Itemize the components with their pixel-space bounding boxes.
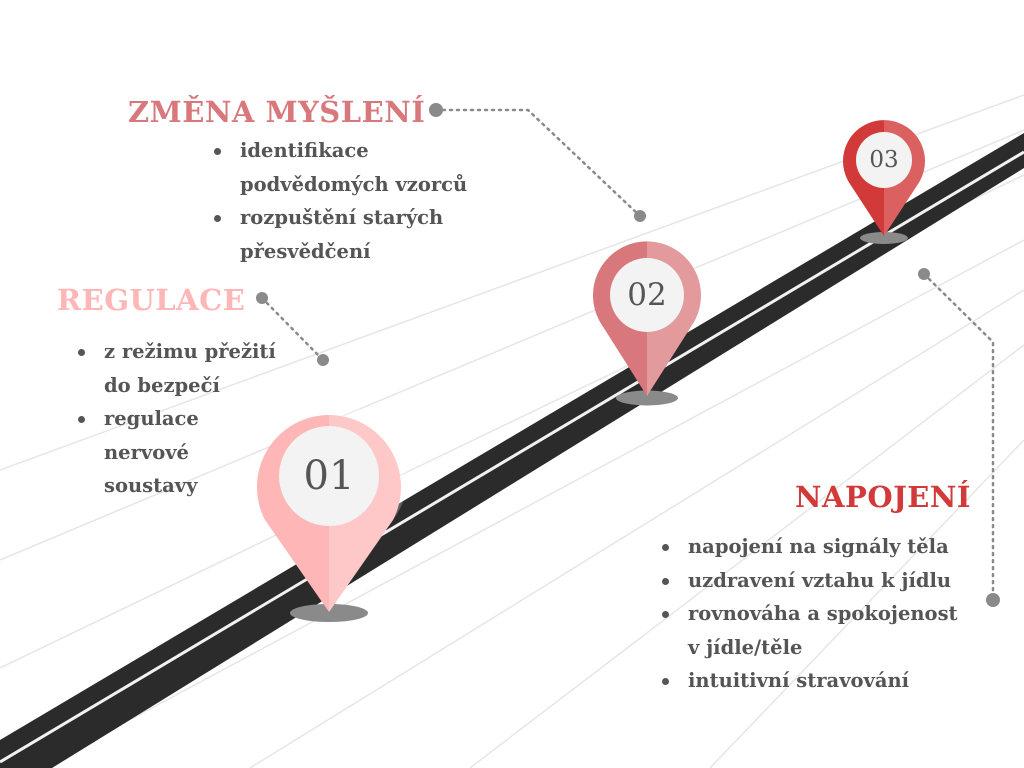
- connectors: [260, 108, 995, 602]
- pin-02-shadow: [616, 390, 678, 406]
- dot-zmena-end: [634, 210, 646, 222]
- list-item: rozpuštění starých přesvědčení: [214, 201, 514, 268]
- pin-01: [257, 404, 408, 622]
- list-item: napojení na signály těla: [662, 530, 1002, 564]
- list-item: rovnováha a spokojenost v jídle/těle: [662, 597, 1002, 664]
- list-item: regulace nervové soustavy: [78, 402, 308, 503]
- napojeni-title: NAPOJENÍ: [795, 480, 971, 514]
- connector-regulace: [260, 296, 325, 362]
- zmena-mysleni-list: identifikace podvědomých vzorců rozpuště…: [214, 134, 514, 268]
- list-item: z režimu přežití do bezpečí: [78, 335, 308, 402]
- pin-01-shadow: [290, 604, 368, 622]
- dot-napojeni-start: [918, 268, 930, 280]
- pin-03: [842, 117, 927, 244]
- connector-zmena: [434, 108, 642, 218]
- pin-01-face: [279, 426, 379, 526]
- pin-02-face: [610, 258, 684, 332]
- list-item: intuitivní stravování: [662, 664, 1002, 698]
- connector-napojeni: [922, 272, 995, 602]
- pin-03-number: 03: [869, 147, 899, 173]
- dot-regulace-end: [317, 354, 329, 366]
- napojeni-list: napojení na signály těla uzdravení vztah…: [662, 530, 1002, 698]
- dot-zmena-start: [429, 103, 443, 117]
- pin-01-number: 01: [303, 453, 355, 499]
- connector-dots: [256, 103, 1000, 607]
- pin-02-number: 02: [627, 277, 667, 313]
- pin-02: [592, 239, 702, 406]
- road-center-line: [0, 150, 1024, 764]
- list-item: identifikace podvědomých vzorců: [214, 134, 514, 201]
- dot-napojeni-end: [986, 593, 1000, 607]
- regulace-list: z režimu přežití do bezpečí regulace ner…: [78, 335, 308, 503]
- zmena-mysleni-title: ZMĚNA MYŠLENÍ: [128, 95, 426, 129]
- dot-regulace-start: [256, 292, 268, 304]
- pin-03-shadow: [860, 232, 908, 244]
- list-item: uzdravení vztahu k jídlu: [662, 564, 1002, 598]
- regulace-title: REGULACE: [57, 283, 246, 317]
- pin-03-face: [856, 132, 912, 188]
